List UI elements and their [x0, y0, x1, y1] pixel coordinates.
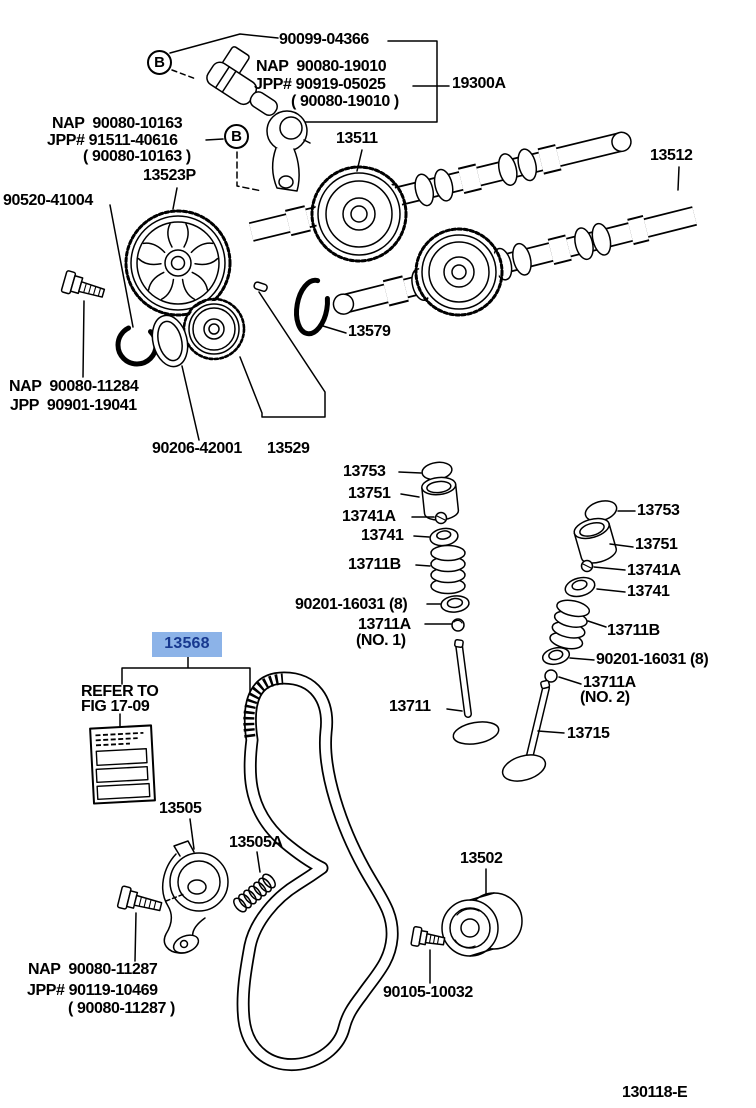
bracket-13568 [119, 656, 251, 728]
o-ring-90206-drawing [151, 314, 200, 441]
alt-part-line: NAP 90080-11284 [9, 378, 139, 395]
part-callout-19300a[interactable]: 19300A [452, 75, 506, 92]
alt-part-line: NAP 90080-11287 [28, 961, 158, 978]
part-callout-13711a[interactable]: 13711A [358, 616, 411, 633]
valve-spring-no1 [430, 544, 466, 595]
alt-part-line: JPP# 90119-10469 [27, 982, 158, 999]
part-callout-90206-42001[interactable]: 90206-42001 [152, 440, 242, 457]
part-callout-13505a[interactable]: 13505A [229, 834, 283, 851]
camshaft-13511-drawing [248, 131, 632, 263]
alt-part-line: ( 90080-10163 ) [83, 148, 191, 165]
part-callout-90105-10032[interactable]: 90105-10032 [383, 984, 473, 1001]
valve-spring-no2 [549, 599, 591, 650]
part-callout-13711b[interactable]: 13711B [348, 556, 401, 573]
part-callout-13711[interactable]: 13711 [389, 698, 431, 715]
leader-13529 [239, 291, 326, 418]
part-callout-13512[interactable]: 13512 [650, 147, 693, 164]
alt-part-line: JPP 90901-19041 [10, 397, 137, 414]
part-callout-90099-04366[interactable]: 90099-04366 [279, 31, 369, 48]
refer-note-line1: REFER TO [81, 683, 159, 700]
part-callout-number-note: (NO. 2) [580, 689, 630, 706]
part-callout-13753[interactable]: 13753 [637, 502, 680, 519]
timing-belt-13568-drawing [236, 671, 399, 1072]
part-callout-13579[interactable]: 13579 [348, 323, 391, 340]
leader-lines-top [169, 33, 450, 192]
camshaft-13512-drawing [332, 206, 697, 317]
alt-part-line: ( 90080-11287 ) [68, 1000, 175, 1017]
alt-part-line: NAP 90080-19010 [256, 58, 387, 75]
part-callout-13502[interactable]: 13502 [460, 850, 503, 867]
part-callout-13741[interactable]: 13741 [627, 583, 670, 600]
alt-part-line: JPP# 90919-05025 [254, 76, 386, 93]
part-callout-13711a[interactable]: 13711A [583, 674, 636, 691]
part-callout-13505[interactable]: 13505 [159, 800, 202, 817]
part-callout-13741a[interactable]: 13741A [342, 508, 396, 525]
part-callout-90201-16031[interactable]: 90201-16031 (8) [295, 596, 408, 613]
b-marker: B [224, 124, 249, 149]
part-callout-13529[interactable]: 13529 [267, 440, 310, 457]
part-callout-13753[interactable]: 13753 [343, 463, 386, 480]
figure-code: 130118-E [622, 1084, 688, 1101]
tensioner-13505-drawing [161, 818, 229, 954]
part-callout-13715[interactable]: 13715 [567, 725, 610, 742]
valve-13711-drawing [446, 638, 500, 745]
spring-13505a-drawing [233, 851, 276, 913]
part-callout-13751[interactable]: 13751 [635, 536, 678, 553]
pulley-13523p-drawing [124, 187, 232, 317]
valve-13715-drawing [501, 679, 565, 782]
valve-parts-no1-drawing [398, 461, 470, 632]
snap-ring-13579-drawing [253, 277, 347, 337]
part-callout-13741a[interactable]: 13741A [627, 562, 681, 579]
pulley-spokes [137, 223, 219, 301]
bolt-11284-drawing [60, 270, 106, 378]
part-callout-13523p[interactable]: 13523P [143, 167, 196, 184]
bolt-11287-drawing [116, 885, 185, 962]
valve-parts-no2-drawing [541, 500, 636, 685]
part-callout-13751[interactable]: 13751 [348, 485, 391, 502]
sensor-19300a-drawing [206, 46, 278, 116]
leader-lines-misc [356, 149, 680, 191]
cam-sensor-drawing [266, 110, 311, 192]
part-callout-13711b[interactable]: 13711B [607, 622, 660, 639]
part-callout-13511[interactable]: 13511 [336, 130, 378, 147]
part-callout-90520-41004[interactable]: 90520-41004 [3, 192, 93, 209]
gear-drawing [182, 297, 246, 361]
part-callout-13568-highlighted[interactable]: 13568 [152, 632, 222, 657]
refer-note-line2: FIG 17-09 [81, 698, 150, 715]
part-callout-90201-16031[interactable]: 90201-16031 (8) [596, 651, 709, 668]
part-callout-number-note: (NO. 1) [356, 632, 406, 649]
idler-13502-drawing [441, 868, 523, 957]
alt-part-line: ( 90080-19010 ) [291, 93, 399, 110]
bolt-90105-drawing [410, 925, 446, 984]
part-callout-13741[interactable]: 13741 [361, 527, 404, 544]
b-marker: B [147, 50, 172, 75]
alt-part-line: NAP 90080-10163 [52, 115, 183, 132]
alt-part-line: JPP# 91511-40616 [47, 132, 178, 149]
caution-label-drawing [89, 724, 156, 805]
